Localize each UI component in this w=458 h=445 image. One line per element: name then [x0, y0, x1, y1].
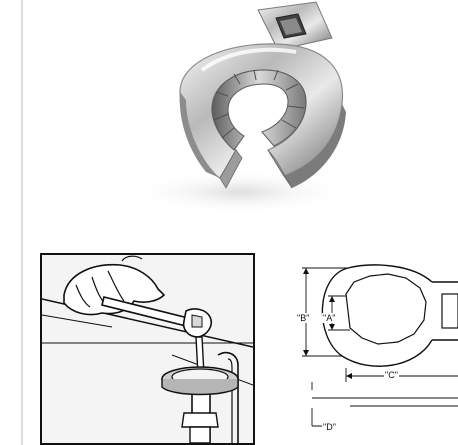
left-divider: [21, 0, 23, 445]
dimension-label-d: "D": [322, 422, 337, 432]
dimension-label-c: "C": [384, 370, 399, 380]
crowfoot-wrench-photo-icon: [130, 1, 350, 214]
crowfoot-dimension-diagram-icon: [302, 264, 458, 427]
dimension-label-a: "A": [322, 313, 337, 323]
usage-illustration: [40, 253, 255, 445]
dimension-diagram: "B" "A" "C" "D": [292, 258, 458, 445]
ratchet-usage-icon: [42, 255, 253, 443]
dimension-label-b: "B": [296, 313, 311, 323]
product-photo: [30, 0, 458, 240]
